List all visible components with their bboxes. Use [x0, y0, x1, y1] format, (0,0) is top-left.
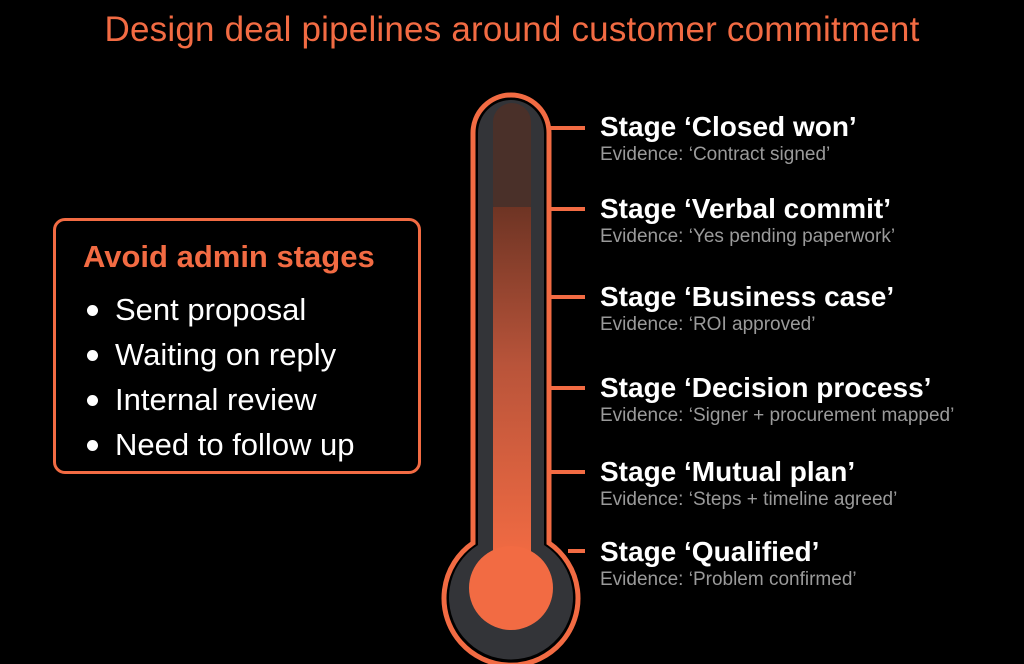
- thermometer-channel-empty: [493, 103, 531, 223]
- page-title: Design deal pipelines around customer co…: [104, 10, 920, 49]
- bullet-icon: [87, 305, 98, 316]
- stage-name: Stage ‘Verbal commit’: [600, 193, 891, 224]
- stage-name: Stage ‘Business case’: [600, 281, 895, 312]
- stage-evidence: Evidence: ‘Signer + procurement mapped’: [600, 405, 955, 426]
- bullet-icon: [87, 395, 98, 406]
- stage-name: Stage ‘Qualified’: [600, 536, 820, 567]
- stage-evidence: Evidence: ‘Steps + timeline agreed’: [600, 489, 898, 510]
- avoid-admin-stages-heading: Avoid admin stages: [83, 239, 375, 274]
- list-item-label: Need to follow up: [115, 427, 355, 462]
- list-item-label: Internal review: [115, 382, 317, 417]
- stage-closed-won: Stage ‘Closed won’ Evidence: ‘Contract s…: [600, 111, 857, 167]
- stage-name: Stage ‘Decision process’: [600, 372, 932, 403]
- list-item-label: Sent proposal: [115, 292, 307, 327]
- stage-decision-process: Stage ‘Decision process’ Evidence: ‘Sign…: [600, 372, 954, 428]
- stage-verbal-commit: Stage ‘Verbal commit’ Evidence: ‘Yes pen…: [600, 193, 895, 249]
- bullet-icon: [87, 440, 98, 451]
- bullet-icon: [87, 350, 98, 361]
- avoid-admin-stages-box: Avoid admin stages Sent proposal Waiting…: [53, 218, 421, 474]
- stage-name: Stage ‘Closed won’: [600, 111, 857, 142]
- stage-name: Stage ‘Mutual plan’: [600, 456, 856, 487]
- stage-business-case: Stage ‘Business case’ Evidence: ‘ROI app…: [600, 281, 894, 337]
- stage-evidence: Evidence: ‘Problem confirmed’: [600, 569, 857, 590]
- stage-evidence: Evidence: ‘ROI approved’: [600, 314, 816, 335]
- thermometer-outline: [441, 92, 581, 664]
- thermometer-fill: [493, 207, 531, 577]
- stage-evidence: Evidence: ‘Yes pending paperwork’: [600, 226, 896, 247]
- list-item: Waiting on reply: [83, 332, 355, 377]
- thermometer-bulb: [469, 546, 553, 630]
- list-item-label: Waiting on reply: [115, 337, 337, 372]
- list-item: Internal review: [83, 377, 355, 422]
- stage-evidence: Evidence: ‘Contract signed’: [600, 144, 831, 165]
- list-item: Need to follow up: [83, 422, 355, 467]
- stage-qualified: Stage ‘Qualified’ Evidence: ‘Problem con…: [600, 536, 857, 592]
- stage-mutual-plan: Stage ‘Mutual plan’ Evidence: ‘Steps + t…: [600, 456, 897, 512]
- list-item: Sent proposal: [83, 287, 355, 332]
- admin-stages-list: Sent proposal Waiting on reply Internal …: [83, 287, 355, 467]
